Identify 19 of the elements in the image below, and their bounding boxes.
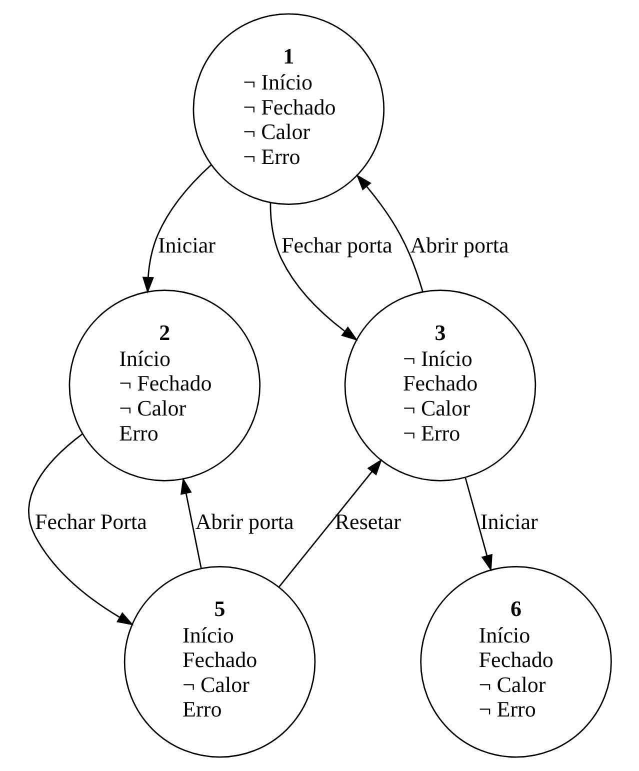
arrow [269,202,358,341]
edge-label: Fechar Porta [34,508,146,534]
edge-label: Resetar [334,508,400,534]
edge-label: Abrir porta [194,508,294,534]
arrow [28,434,134,626]
edge-label: Abrir porta [410,232,508,258]
arrow [180,477,202,568]
edge-label: Fechar porta [281,232,392,258]
edge-label: Iniciar [157,232,215,258]
node-circle: 5 Início Fechado ¬ Calor Erro [123,566,316,758]
node-circle: 1 ¬ Início ¬ Fechado ¬ Calor ¬ Erro [192,13,384,205]
edge-label: Iniciar [480,508,538,534]
arrow [278,458,382,588]
node-circle: 2 Início ¬ Fechado ¬ Calor Erro [68,290,260,482]
arrow [142,164,211,294]
arrow [356,174,423,292]
node-circle: 6 Início Fechado ¬ Calor ¬ Erro [420,566,612,758]
arrow [464,478,492,572]
node-circle: 3 ¬ Início Fechado ¬ Calor ¬ Erro [344,290,536,482]
